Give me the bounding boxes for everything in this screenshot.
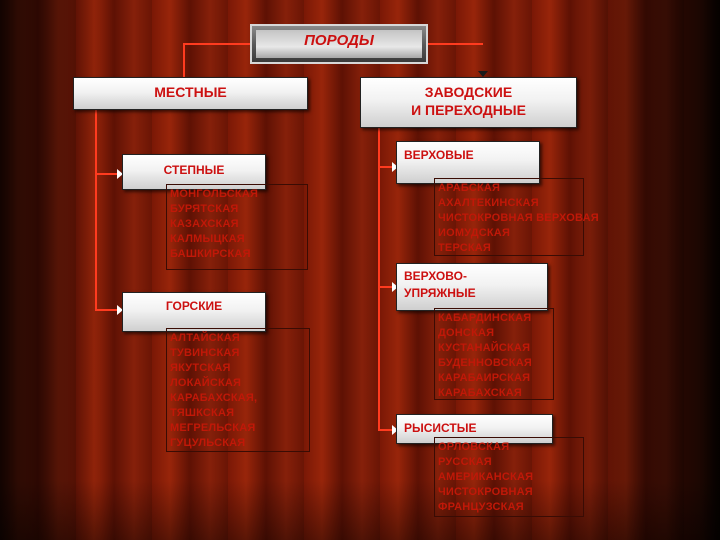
list-item: ЧИСТОКРОВНАЯ [438,486,533,498]
list-item: ЛОКАЙСКАЯ [170,377,242,389]
list-item: РУССКАЯ [438,456,492,468]
steppe-breed-list: МОНГОЛЬСКАЯ БУРЯТСКАЯ КАЗАХСКАЯ КАЛМЫЦКА… [166,184,308,270]
list-item: АХАЛТЕКИНСКАЯ [438,197,539,209]
title-box: ПОРОДЫ [250,24,428,64]
list-item: ТЯШКСКАЯ [170,407,235,419]
list-item: БУДЕННОВСКАЯ [438,357,532,369]
list-item: ТЕРСКАЯ [438,242,492,254]
list-item: БАШКИРСКАЯ [170,248,251,260]
list-item: БУРЯТСКАЯ [170,203,239,215]
list-item: КАРАБАХСКАЯ, [170,392,258,404]
list-item: КАЛМЫЦКАЯ [170,233,245,245]
steppe-group-box: СТЕПНЫЕ [122,154,266,190]
mountain-group-box: ГОРСКИЕ [122,292,266,332]
steppe-group-label: СТЕПНЫЕ [163,163,225,177]
list-item: МЕГРЕЛЬСКАЯ [170,422,256,434]
local-category-label: МЕСТНЫЕ [154,84,227,100]
riding-breed-list: АРАБСКАЯ АХАЛТЕКИНСКАЯ ЧИСТОКРОВНАЯ ВЕРХ… [434,178,599,256]
riding-group-box: ВЕРХОВЫЕ [396,141,540,184]
list-item: КАРАБАХСКАЯ [438,387,523,399]
list-item: КАЗАХСКАЯ [170,218,239,230]
list-item: КАРАБАИРСКАЯ [438,372,531,384]
page-title: ПОРОДЫ [256,30,422,58]
list-item: ГУЦУЛЬСКАЯ [170,437,246,449]
curtain-shadow [0,480,720,540]
list-item: АРАБСКАЯ [438,182,501,194]
trotter-breed-list: ОРЛОВСКАЯ РУССКАЯ АМЕРИКАНСКАЯ ЧИСТОКРОВ… [434,437,584,517]
list-item: ОРЛОВСКАЯ [438,441,510,453]
factory-category-label-line1: ЗАВОДСКИЕ [424,84,513,100]
list-item: ТУВИНСКАЯ [170,347,240,359]
trotter-group-label: РЫСИСТЫЕ [404,421,477,435]
list-item: АМЕРИКАНСКАЯ [438,471,534,483]
list-item: КУСТАНАЙСКАЯ [438,342,531,354]
list-item: МОНГОЛЬСКАЯ [170,188,259,200]
factory-category-box: ЗАВОДСКИЕ И ПЕРЕХОДНЫЕ [360,77,577,128]
list-item: КАБАРДИНСКАЯ [438,312,532,324]
mountain-breed-list: АЛТАЙСКАЯ ТУВИНСКАЯ ЯКУТСКАЯ ЛОКАЙСКАЯ К… [166,328,310,452]
local-category-box: МЕСТНЫЕ [73,77,308,110]
riding-harness-group-label-line1: ВЕРХОВО- [404,269,467,283]
list-item: ЧИСТОКРОВНАЯ ВЕРХОВАЯ [438,212,599,224]
mountain-group-label: ГОРСКИЕ [165,299,223,313]
trotter-group-box: РЫСИСТЫЕ [396,414,553,444]
riding-harness-group-box: ВЕРХОВО- УПРЯЖНЫЕ [396,263,548,311]
riding-group-label: ВЕРХОВЫЕ [404,148,474,162]
list-item: ДОНСКАЯ [438,327,495,339]
riding-harness-breed-list: КАБАРДИНСКАЯ ДОНСКАЯ КУСТАНАЙСКАЯ БУДЕНН… [434,308,554,400]
list-item: ФРАНЦУЗСКАЯ [438,501,524,513]
list-item: ЯКУТСКАЯ [170,362,231,374]
list-item: АЛТАЙСКАЯ [170,332,240,344]
factory-category-label-line2: И ПЕРЕХОДНЫЕ [411,102,526,118]
list-item: ИОМУДСКАЯ [438,227,511,239]
riding-harness-group-label-line2: УПРЯЖНЫЕ [404,286,476,300]
